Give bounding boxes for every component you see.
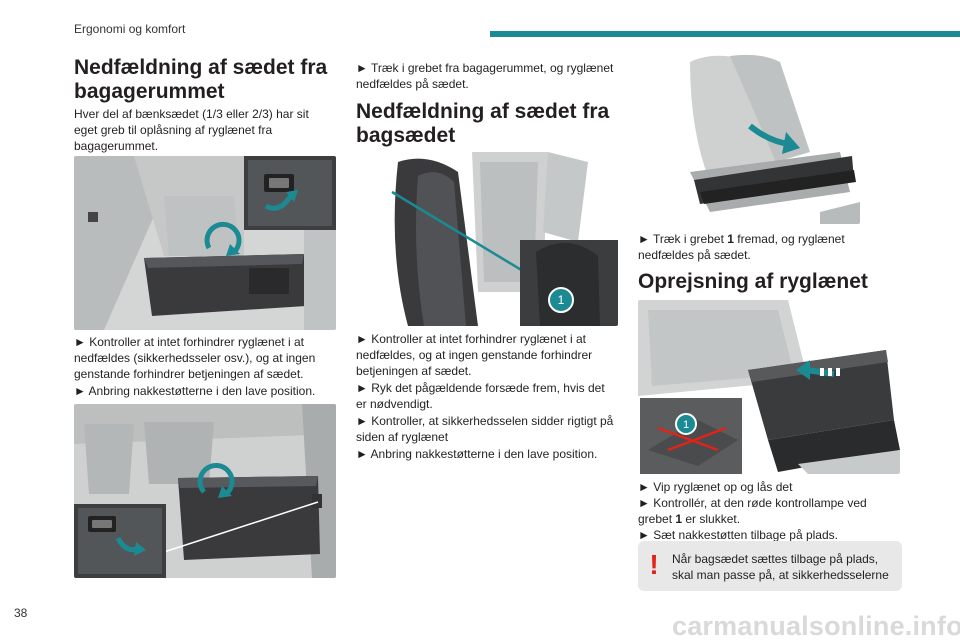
step-tilt-lock: ► Vip ryglænet op og lås det <box>638 480 793 494</box>
step-pull-lever-trunk: ► Træk i grebet fra bagagerummet, og ryg… <box>356 61 614 92</box>
figure-trunk-lever <box>74 156 336 330</box>
watermark: carmanualsonline.info <box>672 611 960 641</box>
step-check-red-lamp: ► Kontrollér, at den røde kontrollampe v… <box>638 496 867 527</box>
warning-text: Når bagsædet sættes tilbage på plads, sk… <box>672 552 889 582</box>
figure-raise-backrest: 1 <box>638 300 900 474</box>
exclamation-icon: ! <box>649 549 659 580</box>
step-headrests-low: ► Anbring nakkestøtterne i den lave posi… <box>74 384 316 398</box>
trunk-lever-illustration <box>74 156 336 330</box>
warning-box: ! Når bagsædet sættes tilbage på plads, … <box>638 541 902 591</box>
figure-rear-seat-lever: 1 <box>368 152 618 326</box>
header-accent-bar <box>490 31 960 37</box>
figure-trunk-fold <box>74 404 336 578</box>
callout-1-number-raise: 1 <box>683 419 689 431</box>
heading-raise-backrest: Oprejsning af ryglænet <box>638 270 868 293</box>
section-title: Ergonomi og komfort <box>74 22 186 36</box>
step-check-rear: ► Kontroller at intet forhindrer ryglæne… <box>356 332 593 379</box>
intro-text: Hver del af bænksædet (1/3 eller 2/3) ha… <box>74 107 309 154</box>
step-headrests-low-2: ► Anbring nakkestøtterne i den lave posi… <box>356 447 598 461</box>
step-move-front-seat: ► Ryk det pågældende forsæde frem, hvis … <box>356 381 605 412</box>
raise-backrest-illustration: 1 <box>638 300 900 474</box>
callout-1-number: 1 <box>558 293 565 307</box>
page-number: 38 <box>14 606 28 620</box>
figure-backrest-folding <box>670 52 860 224</box>
heading-fold-from-rear-seat: Nedfældning af sædet fra bagsædet <box>356 100 610 147</box>
backrest-folding-illustration <box>670 52 860 224</box>
step-replace-headrest: ► Sæt nakkestøtten tilbage på plads. <box>638 528 838 542</box>
step-pull-lever-1: ► Træk i grebet 1 fremad, og ryglænet ne… <box>638 232 845 263</box>
step-check-obstruction: ► Kontroller at intet forhindrer ryglæne… <box>74 335 316 382</box>
rear-seat-lever-illustration: 1 <box>368 152 618 326</box>
step-check-seatbelt: ► Kontroller, at sikkerhedsselen sidder … <box>356 414 614 445</box>
heading-fold-from-trunk: Nedfældning af sædet fra bagagerummet <box>74 56 328 103</box>
trunk-fold-illustration <box>74 404 336 578</box>
callout-1-badge <box>548 287 574 313</box>
callout-1-badge-raise <box>675 413 697 435</box>
